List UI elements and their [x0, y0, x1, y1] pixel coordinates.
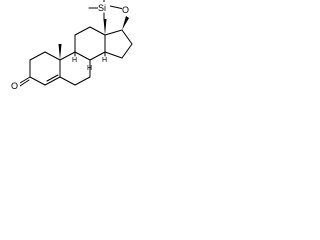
ring-a [19, 51, 61, 87]
bond [59, 51, 76, 61]
ring-c [74, 26, 106, 61]
bond [74, 26, 91, 36]
h9-label: H [72, 57, 77, 64]
label-bg [11, 80, 20, 90]
ring-d [104, 29, 133, 59]
bond [29, 76, 46, 86]
h8-label: H [87, 65, 92, 72]
bond [44, 51, 61, 61]
bond [89, 51, 106, 61]
bond-o-si [109, 5, 125, 10]
bond [59, 76, 76, 86]
bond [89, 26, 106, 36]
label-bg [98, 2, 110, 12]
bond [44, 76, 61, 86]
bond [104, 51, 123, 59]
methyl-c18-wedge [103, 19, 107, 35]
bond [29, 51, 46, 61]
h14-label: H [102, 57, 107, 64]
bond-carbonyl-double [19, 79, 30, 87]
steroid-structure-diagram: O O Si H H H [11, 0, 133, 91]
c17-oxygen-wedge [122, 16, 129, 30]
methyl-c19-wedge [58, 44, 62, 60]
bond [121, 29, 133, 45]
oxygen-ketone-label: O [11, 81, 18, 91]
bond [74, 51, 91, 61]
silicon-label: Si [98, 3, 106, 13]
label-bg [122, 4, 131, 14]
bond-carbonyl [19, 76, 31, 84]
double-bond-inner [46, 74, 59, 82]
bond [121, 43, 133, 59]
bond [104, 29, 123, 36]
bond [74, 76, 91, 86]
oxygen-ether-label: O [122, 5, 129, 15]
